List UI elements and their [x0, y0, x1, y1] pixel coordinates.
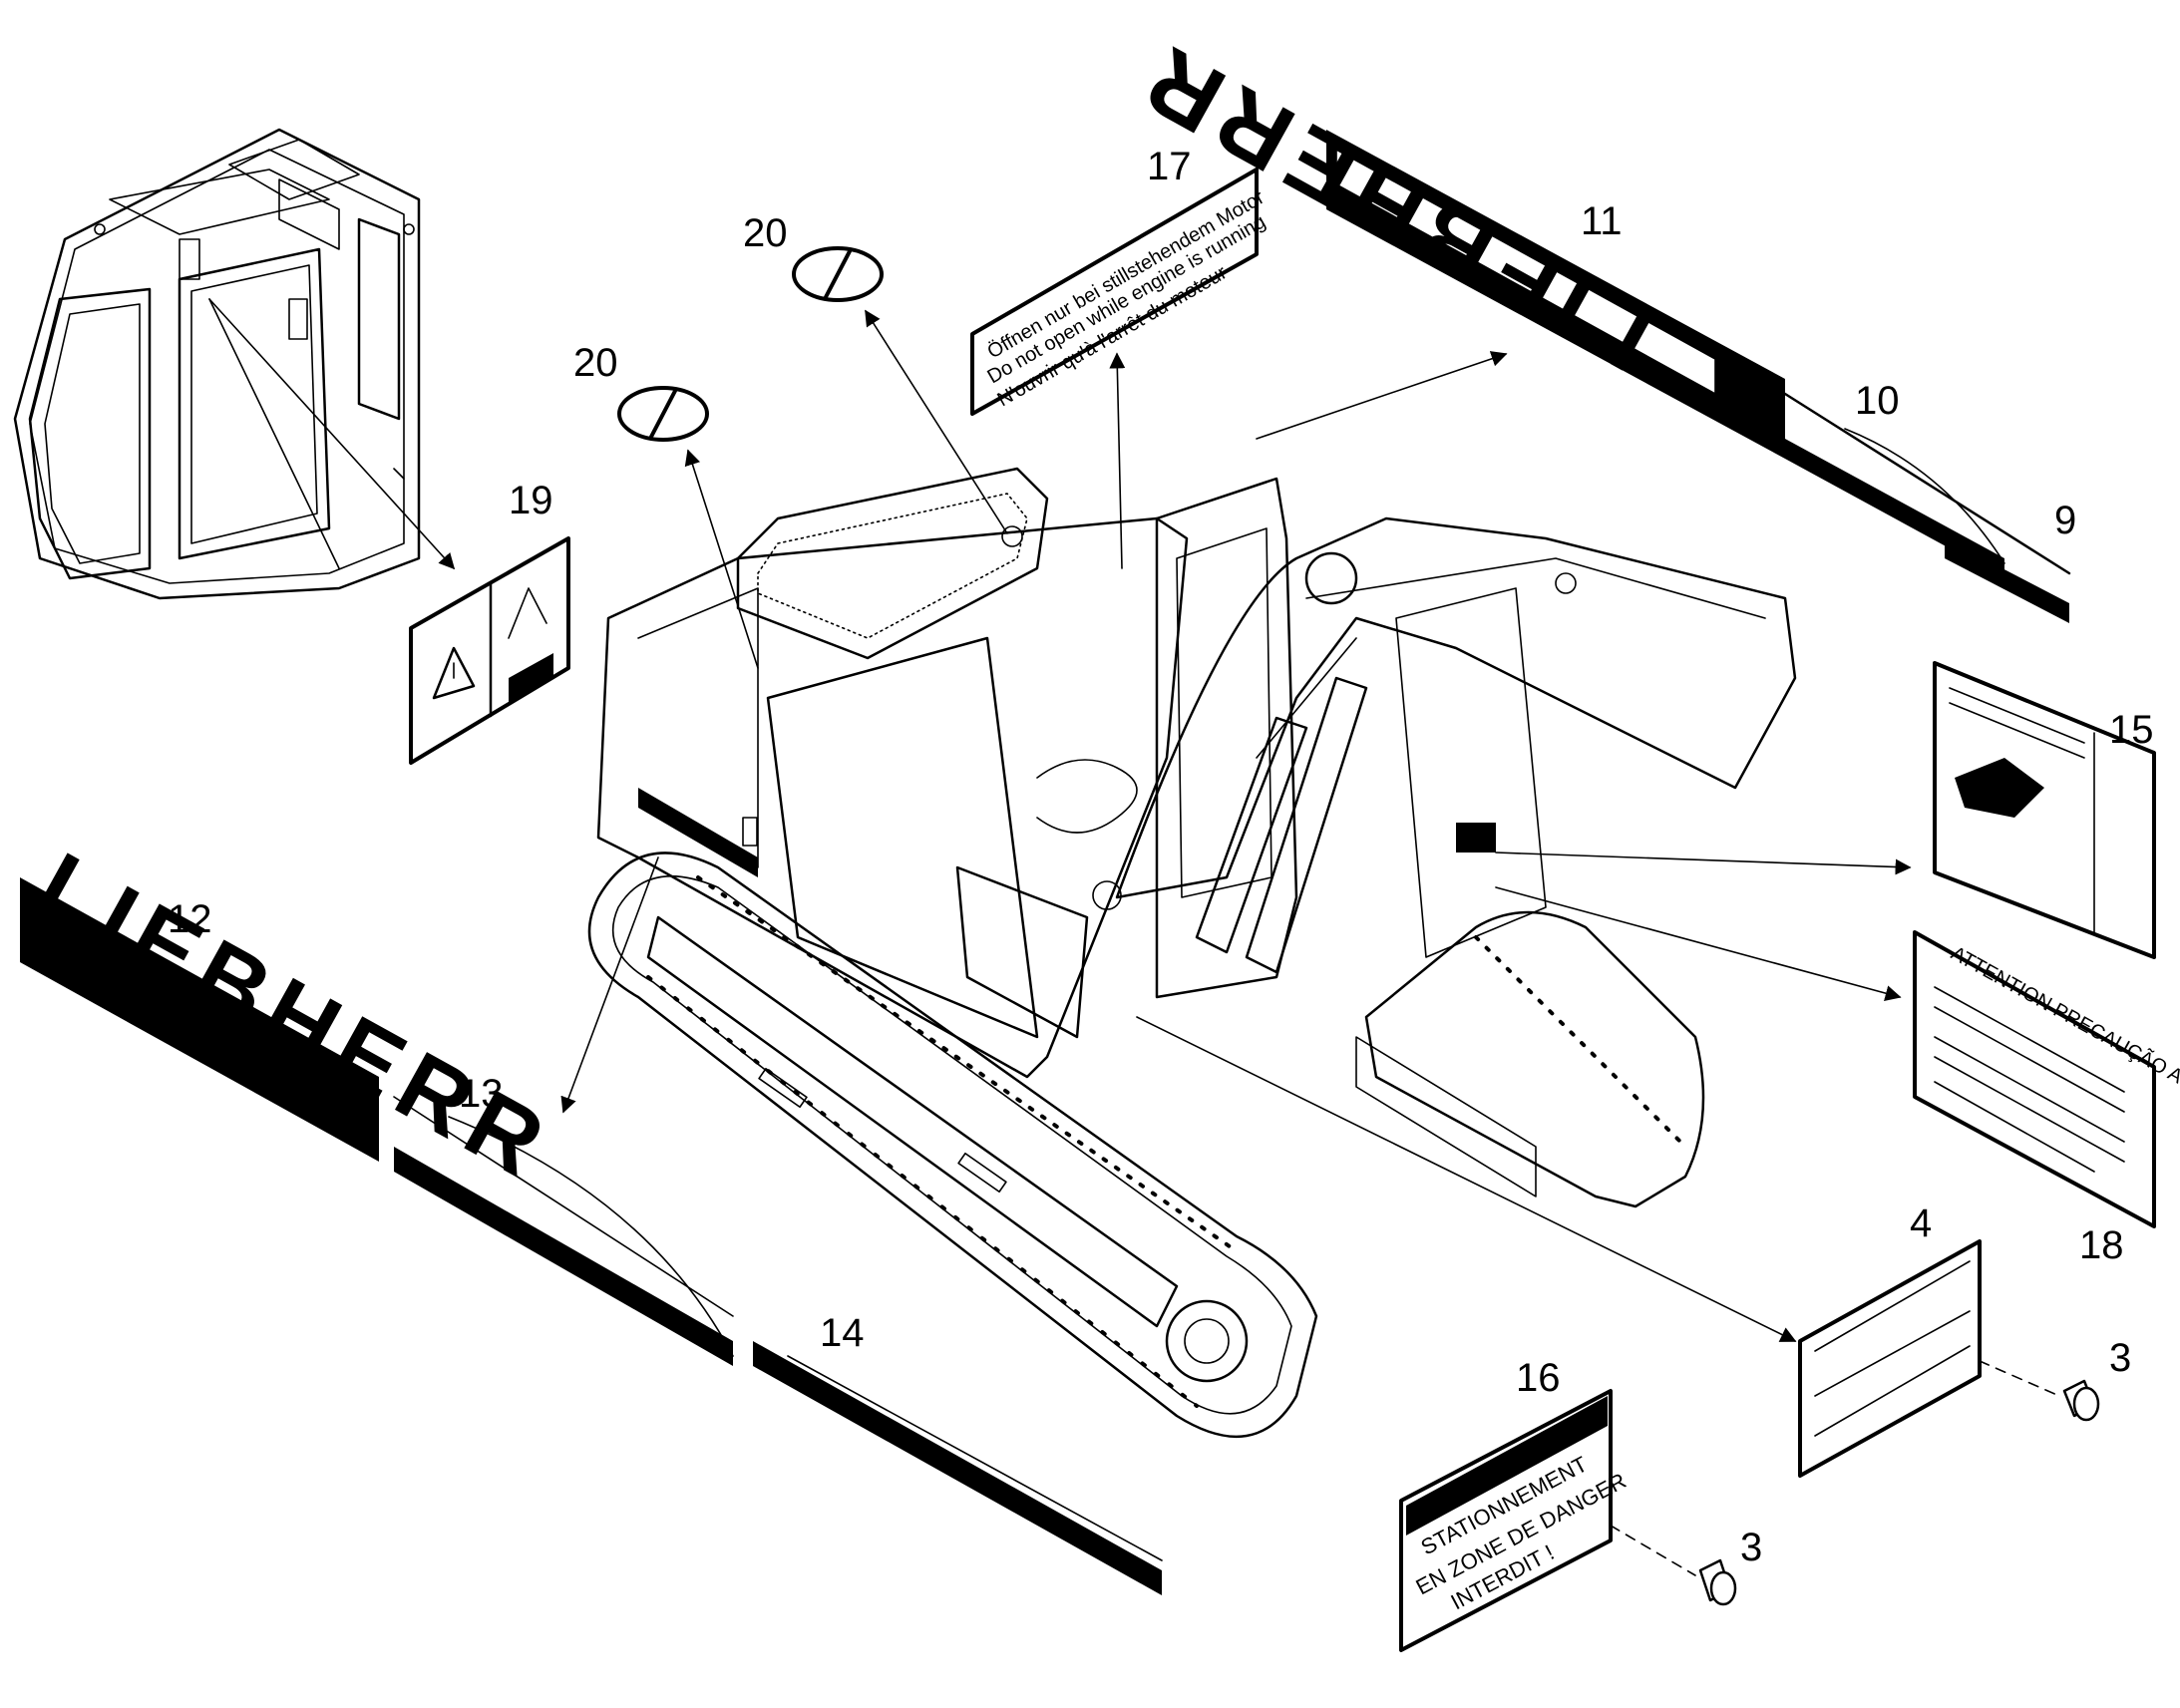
engine-text-2: Do not open while engine is running	[984, 210, 1270, 388]
callout-labels: 3 3 4 9 10 11 12 13 14 15 16 17 18 19 20…	[168, 145, 2154, 1569]
excavator-body	[587, 467, 1797, 1438]
callout-11: 11	[1581, 199, 1623, 243]
decal-20-round-lower	[617, 386, 709, 442]
callout-15: 15	[2109, 708, 2154, 752]
decal-14-stripe	[753, 1341, 1163, 1595]
decal-10-stripe	[1783, 392, 2071, 578]
callout-16: 16	[1516, 1356, 1561, 1400]
screw-3-lower	[1610, 1525, 1737, 1606]
decal-13-stripe	[393, 1096, 734, 1366]
decal-4-type-plate	[1798, 1239, 1982, 1478]
decal-16-danger-plate: DANGER STATIONNEMENT EN ZONE DE DANGER I…	[1399, 1389, 1631, 1652]
callout-9: 9	[2054, 499, 2076, 542]
callout-3-right: 3	[2109, 1336, 2131, 1380]
callout-10: 10	[1855, 379, 1900, 423]
callout-13: 13	[459, 1072, 504, 1116]
screw-3-right	[1979, 1360, 2100, 1422]
decal-17-engine-warning: Öffnen nur bei stillstehendem Motor Do n…	[970, 168, 1270, 416]
callout-14: 14	[820, 1311, 865, 1355]
callout-19: 19	[509, 479, 553, 522]
callout-3-lower: 3	[1740, 1526, 1762, 1569]
callout-20-upper: 20	[743, 211, 788, 255]
brand-text-12: LIEBHERR	[20, 833, 569, 1201]
decal-18-attention-plate: ATTENTION PRECAUÇÃO ATENÇÃO	[1913, 930, 2180, 1228]
callout-20-lower: 20	[573, 341, 618, 385]
decal-12-brand-stripe: LIEBHERR	[20, 833, 569, 1201]
decal-15-info-plate	[1933, 661, 2156, 959]
callout-17: 17	[1147, 145, 1192, 188]
callout-18: 18	[2079, 1223, 2124, 1267]
operator-cab	[13, 128, 421, 600]
decal-19-safety-pictogram	[409, 536, 570, 765]
decal-20-round-upper	[792, 246, 884, 302]
callout-12: 12	[168, 897, 212, 941]
leader-lines	[208, 298, 1912, 1342]
callout-4: 4	[1910, 1201, 1932, 1245]
decal-9-stripe	[1945, 538, 2069, 623]
